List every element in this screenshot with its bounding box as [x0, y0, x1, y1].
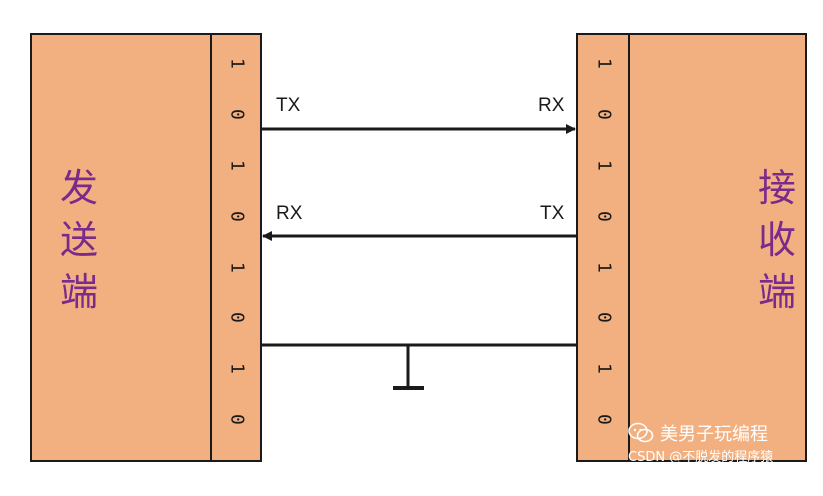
sender-label-char: 端 — [59, 270, 98, 314]
receiver-label-char: 端 — [757, 270, 796, 314]
watermark-channel: 美男子玩编程 — [628, 420, 768, 446]
receiver-rx-label: RX — [538, 95, 565, 116]
receiver-label: 接 收 端 — [752, 162, 802, 318]
sender-block — [30, 33, 212, 462]
receiver-tx-label: TX — [540, 203, 565, 224]
receiver-label-char: 收 — [757, 218, 796, 262]
wechat-icon — [628, 422, 654, 443]
receiver-block — [628, 33, 807, 462]
sender-label-char: 送 — [59, 218, 98, 262]
watermark-source: CSDN @不脱发的程序猿 — [628, 450, 774, 465]
receiver-label-char: 接 — [757, 166, 796, 210]
sender-rx-label: RX — [276, 203, 303, 224]
sender-tx-label: TX — [276, 95, 301, 116]
watermark-channel-text: 美男子玩编程 — [660, 424, 768, 445]
sender-label: 发 送 端 — [54, 162, 104, 318]
sender-label-char: 发 — [59, 166, 98, 210]
sender-bit-column — [210, 33, 262, 462]
